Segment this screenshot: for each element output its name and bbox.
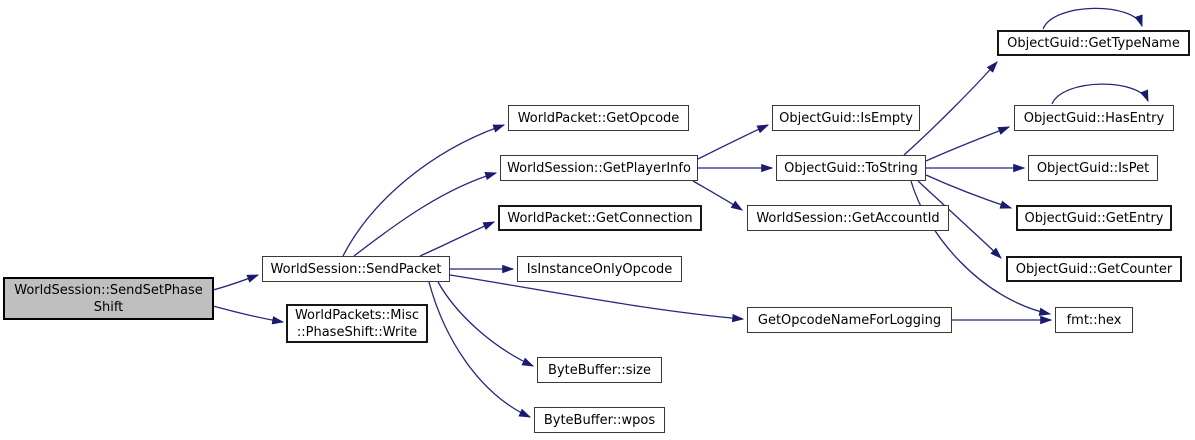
edge-to-string-to-get-entry [925,174,1013,209]
edge-to-string-to-get-counter [917,180,1002,259]
graph-node-phase-shift-write[interactable]: WorldPackets::Misc ::PhaseShift::Write [286,304,428,343]
graph-node-get-account-id[interactable]: WorldSession::GetAccountId [747,205,949,231]
graph-node-get-counter[interactable]: ObjectGuid::GetCounter [1006,256,1182,282]
graph-node-get-type-name[interactable]: ObjectGuid::GetTypeName [997,30,1190,56]
self-loop-has-entry [1051,83,1149,105]
graph-node-bytebuffer-wpos[interactable]: ByteBuffer::wpos [534,407,665,433]
graph-node-fmt-hex[interactable]: fmt::hex [1055,307,1133,333]
edge-to-string-to-has-entry [925,126,1011,162]
graph-node-is-empty[interactable]: ObjectGuid::IsEmpty [772,105,920,131]
edge-get-player-info-to-is-empty [697,124,770,160]
graph-node-has-entry[interactable]: ObjectGuid::HasEntry [1014,105,1174,131]
edge-send-set-phase-shift-to-send-packet [212,274,260,291]
graph-node-get-entry[interactable]: ObjectGuid::GetEntry [1016,205,1172,231]
edge-send-packet-to-bytebuffer-size [437,281,535,367]
edge-send-packet-to-get-opcode [342,124,506,257]
graph-node-send-set-phase-shift[interactable]: WorldSession::SendSetPhase Shift [3,277,214,320]
graph-node-send-packet[interactable]: WorldSession::SendPacket [262,256,450,282]
edge-send-packet-to-get-player-info [353,172,498,257]
edge-send-packet-to-get-connection [419,221,496,257]
edge-to-string-to-get-type-name [903,61,998,156]
graph-node-bytebuffer-size[interactable]: ByteBuffer::size [537,357,662,383]
edge-get-player-info-to-get-account-id [692,180,744,211]
graph-node-get-opcode[interactable]: WorldPacket::GetOpcode [508,105,689,131]
graph-node-is-pet[interactable]: ObjectGuid::IsPet [1028,155,1158,181]
graph-node-get-connection[interactable]: WorldPacket::GetConnection [498,205,702,231]
graph-node-get-opcode-name-for-logging[interactable]: GetOpcodeNameForLogging [747,307,952,333]
edge-to-string-to-fmt-hex [910,180,1052,316]
edge-send-packet-to-bytebuffer-wpos [428,281,532,418]
graph-node-to-string[interactable]: ObjectGuid::ToString [776,155,926,181]
edge-send-set-phase-shift-to-phase-shift-write [212,305,285,325]
self-loop-get-type-name [1042,7,1143,30]
graph-node-is-instance-only-opcode[interactable]: IsInstanceOnlyOpcode [517,256,682,282]
graph-node-get-player-info[interactable]: WorldSession::GetPlayerInfo [500,155,698,181]
edge-send-packet-to-get-opcode-name-for-logging [449,274,745,323]
